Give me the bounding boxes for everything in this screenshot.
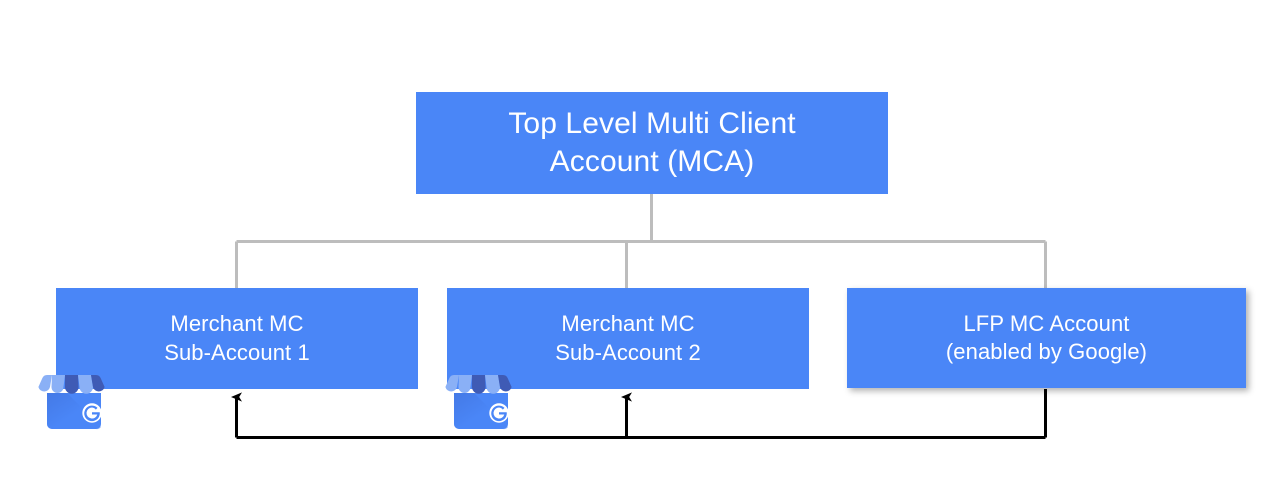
lfp-mc-account-line-1: LFP MC Account	[963, 310, 1130, 336]
flow-arrows	[231, 389, 1047, 439]
lfp-mc-account-label: LFP MC Account (enabled by Google)	[847, 310, 1246, 366]
top-level-mca-node[interactable]: Top Level Multi Client Account (MCA)	[416, 92, 888, 194]
tree-connectors	[235, 194, 1047, 288]
merchant-mc-sub-account-2-line-1: Merchant MC	[561, 311, 695, 337]
google-g-glyph	[489, 403, 509, 423]
google-business-profile-icon	[38, 374, 105, 430]
lfp-mc-account-line-2: (enabled by Google)	[945, 339, 1148, 364]
google-g-glyph	[82, 403, 102, 423]
merchant-mc-sub-account-1-node[interactable]: Merchant MC Sub-Account 1	[56, 288, 418, 389]
top-level-mca-line-2: Account (MCA)	[549, 145, 755, 178]
lfp-mc-account-node[interactable]: LFP MC Account (enabled by Google)	[847, 288, 1246, 388]
merchant-mc-sub-account-1-line-1: Merchant MC	[170, 311, 304, 337]
merchant-mc-sub-account-2-line-2: Sub-Account 2	[555, 339, 701, 365]
top-level-mca-line-1: Top Level Multi Client	[508, 106, 796, 140]
merchant-mc-sub-account-2-label: Merchant MC Sub-Account 2	[447, 310, 809, 366]
top-level-mca-label: Top Level Multi Client Account (MCA)	[416, 105, 888, 182]
google-business-profile-icon	[445, 374, 512, 430]
merchant-mc-sub-account-1-label: Merchant MC Sub-Account 1	[56, 310, 418, 366]
merchant-mc-sub-account-1-line-2: Sub-Account 1	[164, 339, 310, 365]
merchant-mc-sub-account-2-node[interactable]: Merchant MC Sub-Account 2	[447, 288, 809, 389]
